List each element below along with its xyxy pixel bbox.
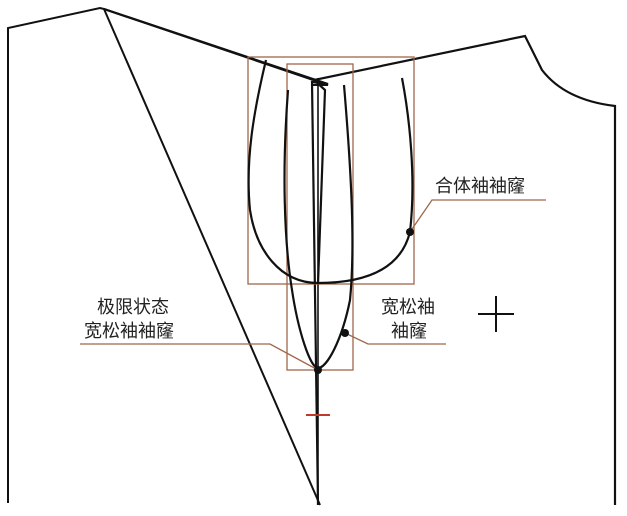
limit-armhole-label-line2: 宽松袖袖窿 xyxy=(84,321,174,342)
loose-leader-line xyxy=(344,332,446,345)
crosshair-icon xyxy=(478,296,514,332)
fitted-armhole-box xyxy=(247,56,415,285)
limit-armhole-label-line1: 极限状态 xyxy=(97,297,169,318)
limit-point xyxy=(314,366,322,374)
loose-armhole-label-line1: 宽松袖 xyxy=(381,297,435,318)
fitted-armhole-label: 合体袖袖窿 xyxy=(435,176,525,197)
fitted-armhole-curve xyxy=(247,59,414,285)
loose-point xyxy=(341,329,349,337)
right-dart-leg xyxy=(311,34,617,505)
fitted-point xyxy=(406,228,414,236)
loose-armhole-label-line2: 袖窿 xyxy=(391,321,427,342)
limit-leader-line xyxy=(80,343,319,371)
fitted-leader-line xyxy=(409,199,546,233)
bodice-outline xyxy=(7,6,329,506)
left-dart-leg xyxy=(103,7,329,506)
